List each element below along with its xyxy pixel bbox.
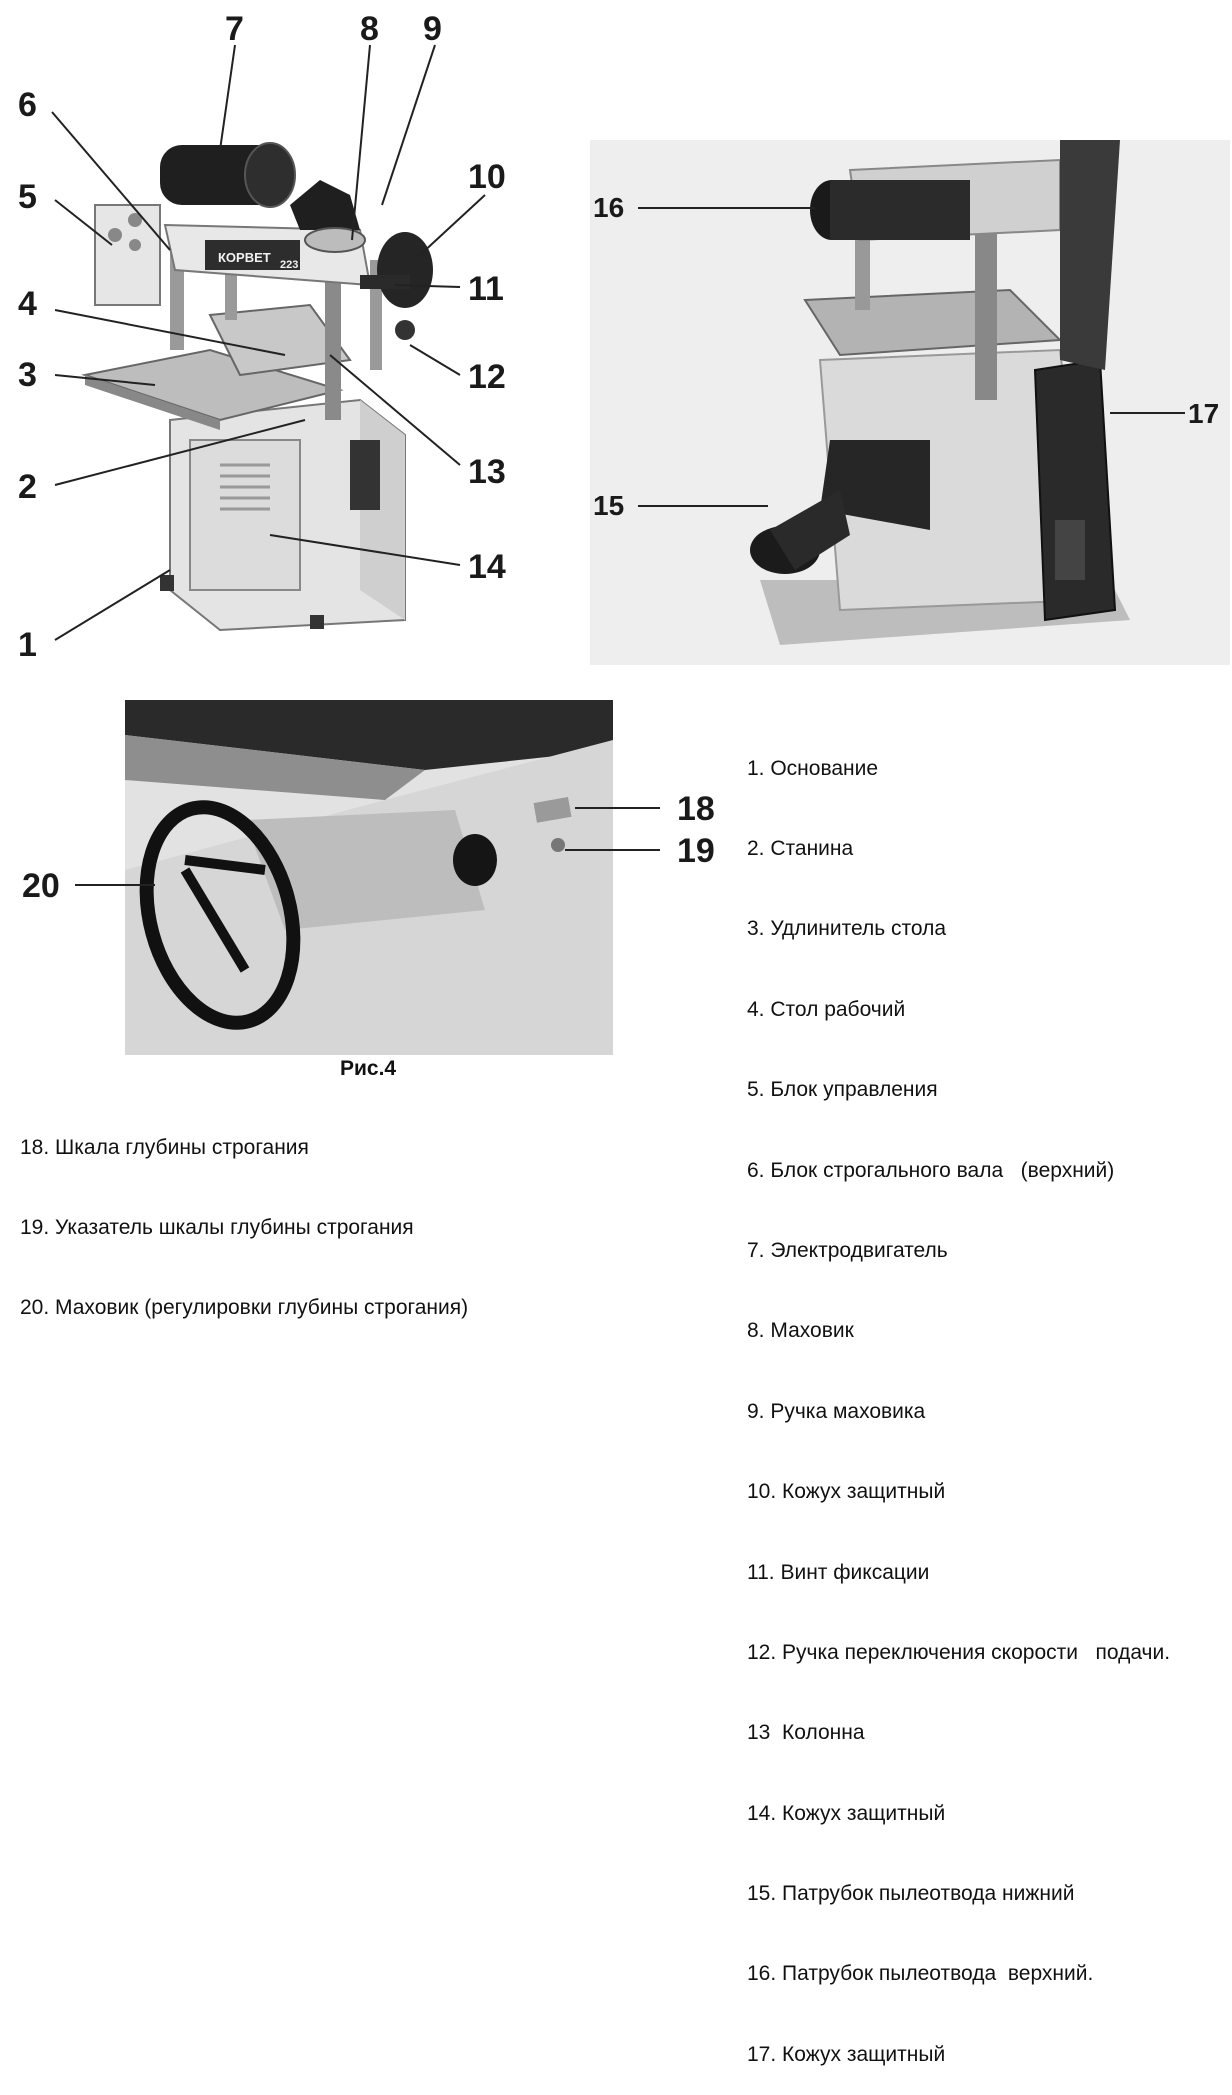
machine-front-photo: КОРВЕТ 223: [60, 120, 500, 640]
legend-right: 1. Основание 2. Станина 3. Удлинитель ст…: [747, 702, 1170, 2095]
legend-item: 6. Блок строгального вала (верхний): [747, 1158, 1115, 1182]
legend-item: 18. Шкала глубины строгания: [20, 1135, 309, 1159]
nameplate-model: 223: [280, 259, 298, 271]
nameplate-brand: КОРВЕТ: [218, 250, 271, 265]
callout-2: 2: [18, 468, 37, 506]
callout-20: 20: [22, 867, 60, 905]
callout-9: 9: [423, 10, 442, 48]
legend-item: 7. Электродвигатель: [747, 1238, 948, 1262]
legend-item: 13 Колонна: [747, 1721, 865, 1745]
legend-item: 9. Ручка маховика: [747, 1399, 926, 1423]
callout-19: 19: [677, 832, 715, 870]
callout-15: 15: [593, 490, 625, 521]
callout-1: 1: [18, 626, 37, 664]
callout-11: 11: [468, 270, 504, 308]
callout-5: 5: [18, 178, 37, 216]
legend-item: 20. Маховик (регулировки глубины строган…: [20, 1296, 469, 1320]
callout-8: 8: [360, 10, 379, 48]
legend-item: 11. Винт фиксации: [747, 1560, 930, 1584]
legend-item: 19. Указатель шкалы глубины строгания: [20, 1215, 414, 1239]
machine-rear-photo: [590, 140, 1230, 665]
legend-item: 3. Удлинитель стола: [747, 917, 947, 941]
callout-14: 14: [468, 548, 506, 586]
legend-item: 10. Кожух защитный: [747, 1480, 946, 1504]
legend-item: 8. Маховик: [747, 1319, 854, 1343]
legend-item: 15. Патрубок пылеотвода нижний: [747, 1882, 1075, 1906]
legend-item: 4. Стол рабочий: [747, 997, 906, 1021]
callout-7: 7: [225, 10, 244, 48]
wheel-closeup-photo: [125, 700, 613, 1055]
callout-10: 10: [468, 158, 506, 196]
callout-16: 16: [593, 192, 625, 223]
callout-4: 4: [18, 285, 37, 323]
callout-12: 12: [468, 358, 506, 396]
callout-13: 13: [468, 453, 506, 491]
legend-item: 2. Станина: [747, 836, 854, 860]
legend-item: 16. Патрубок пылеотвода верхний.: [747, 1962, 1094, 1986]
callout-17: 17: [1188, 398, 1220, 429]
legend-left: 18. Шкала глубины строгания 19. Указател…: [20, 1081, 468, 1349]
figure-caption: Рис.4: [340, 1057, 397, 1080]
callout-6: 6: [18, 86, 37, 124]
legend-item: 12. Ручка переключения скорости подачи.: [747, 1640, 1171, 1664]
callout-3: 3: [18, 356, 37, 394]
legend-item: 17. Кожух защитный: [747, 2042, 946, 2066]
legend-item: 5. Блок управления: [747, 1078, 938, 1102]
callout-18: 18: [677, 790, 715, 828]
legend-item: 14. Кожух защитный: [747, 1801, 946, 1825]
legend-item: 1. Основание: [747, 756, 879, 780]
